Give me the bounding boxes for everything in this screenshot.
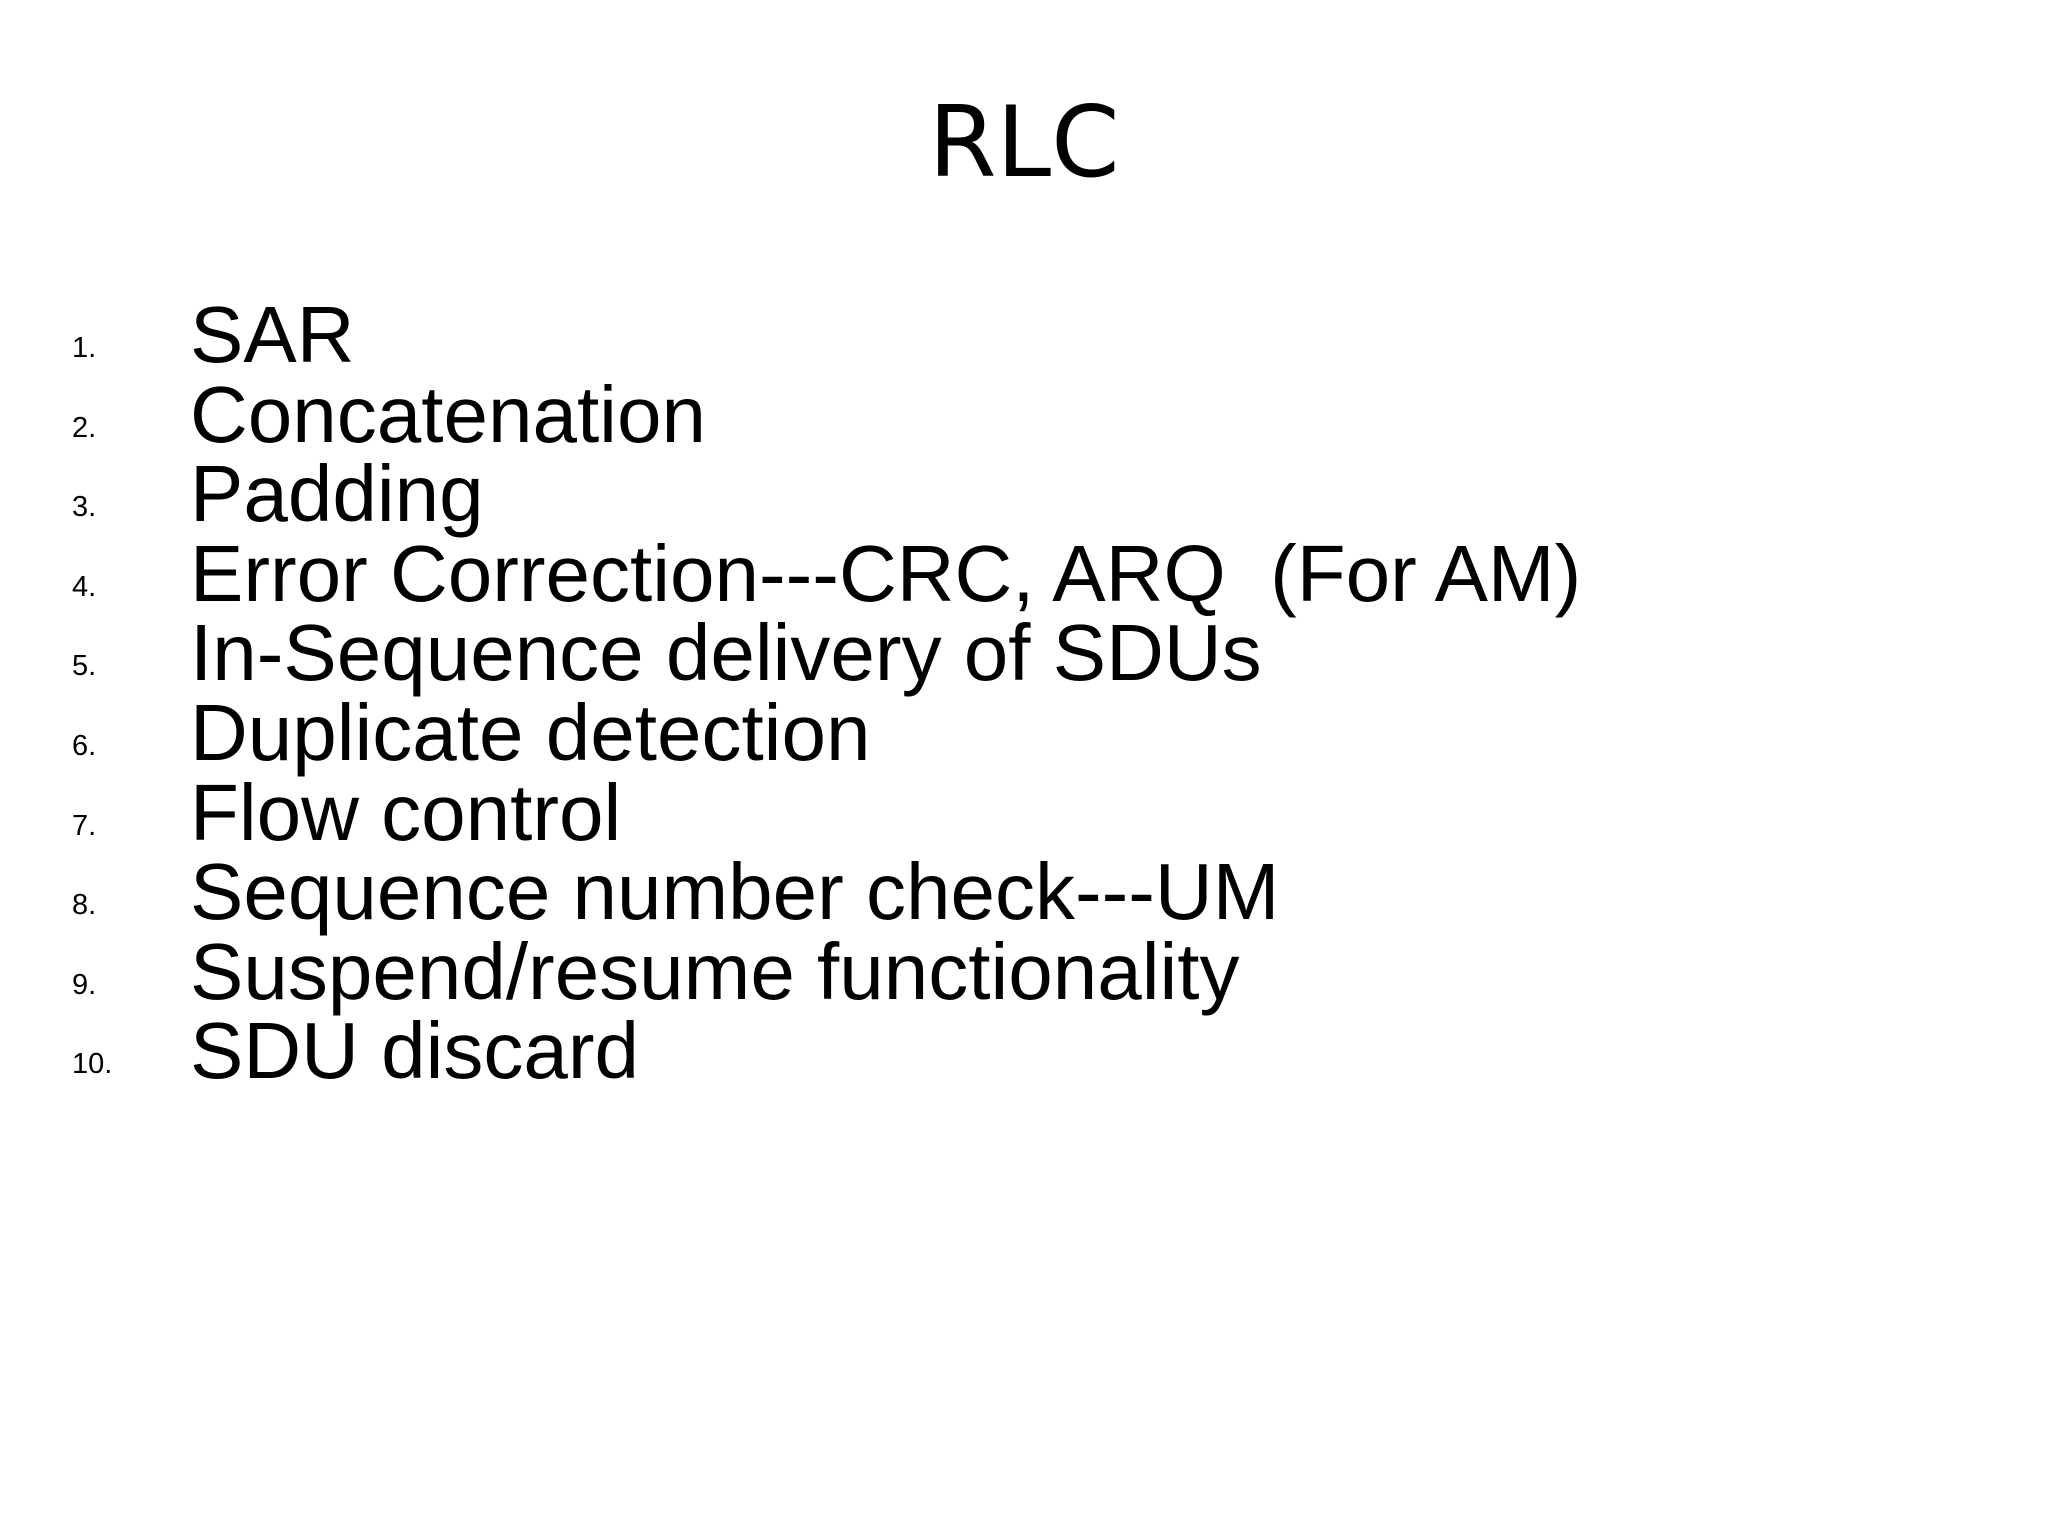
list-item: 3. Padding bbox=[0, 454, 2048, 534]
list-item: 7. Flow control bbox=[0, 767, 2048, 857]
list-item-text: Sequence number check---UM bbox=[190, 847, 1280, 937]
list-item-number: 6. bbox=[72, 729, 97, 762]
list-item-text: SAR bbox=[190, 290, 355, 379]
list-item: 8. Sequence number check---UM bbox=[0, 852, 2048, 932]
list-item-text: Error Correction---CRC, ARQ (For AM) bbox=[190, 528, 1582, 618]
list-item-text: Padding bbox=[190, 449, 484, 539]
list-item-number: 5. bbox=[72, 650, 97, 683]
list-item-text: Suspend/resume functionality bbox=[190, 926, 1240, 1016]
list-item-number: 2. bbox=[72, 411, 97, 444]
list-item: 4. Error Correction---CRC, ARQ (For AM) bbox=[0, 528, 2048, 618]
list-item: 2. Concatenation bbox=[0, 369, 2048, 459]
list-item-text: SDU discard bbox=[190, 1006, 640, 1096]
list-item: 5. In-Sequence delivery of SDUs bbox=[0, 613, 2048, 693]
list-item-number: 4. bbox=[72, 570, 97, 603]
list-item-number: 7. bbox=[72, 809, 97, 842]
numbered-list: 1. SAR 2. Concatenation 3. Padding 4. Er… bbox=[0, 295, 2048, 1091]
slide-title: RLC bbox=[928, 86, 1120, 200]
list-item-text: Duplicate detection bbox=[190, 687, 871, 777]
list-item-number: 3. bbox=[72, 491, 97, 524]
list-item-text: Concatenation bbox=[190, 369, 706, 459]
list-item-text: In-Sequence delivery of SDUs bbox=[190, 608, 1262, 698]
list-item: 6. Duplicate detection bbox=[0, 687, 2048, 777]
list-item-number: 8. bbox=[72, 889, 97, 922]
list-item: 1. SAR bbox=[0, 295, 2048, 375]
list-item: 10. SDU discard bbox=[0, 1011, 2048, 1091]
list-item-number: 9. bbox=[72, 968, 97, 1001]
list-item-number: 10. bbox=[72, 1048, 113, 1081]
list-item: 9. Suspend/resume functionality bbox=[0, 926, 2048, 1016]
list-item-text: Flow control bbox=[190, 767, 622, 857]
list-item-number: 1. bbox=[72, 332, 97, 364]
